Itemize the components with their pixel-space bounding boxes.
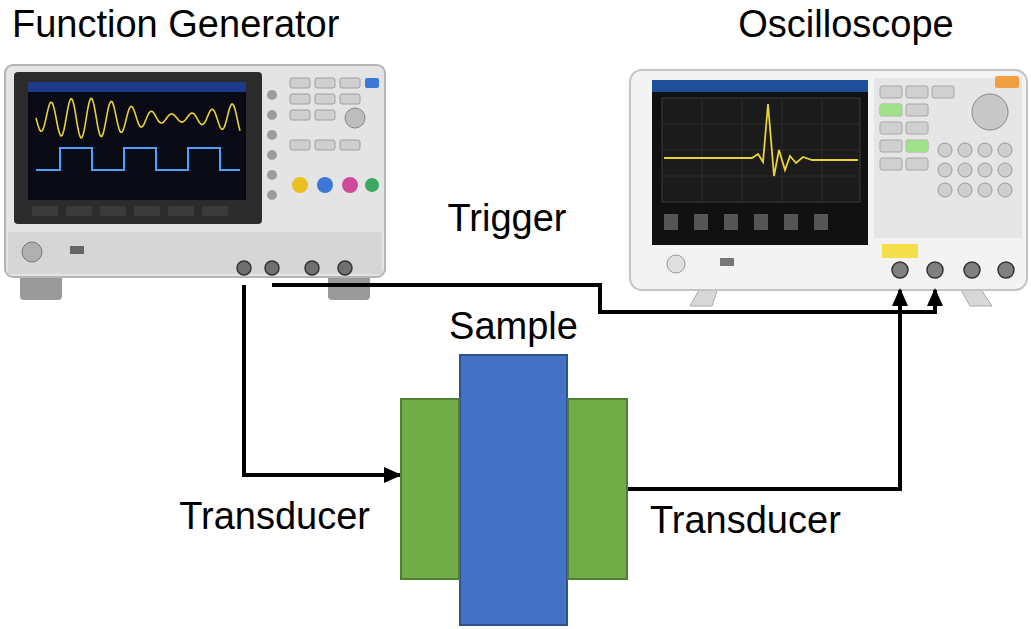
sine-trace (36, 98, 240, 138)
device-body (630, 70, 1027, 290)
key (995, 76, 1019, 88)
device-body (5, 65, 385, 277)
front-strip (8, 232, 382, 274)
function-generator-drawing (5, 65, 385, 300)
bnc-connectors (237, 261, 352, 275)
knob (365, 178, 379, 192)
pulse-trace (664, 104, 858, 176)
screen-bezel (14, 72, 262, 224)
signal-cable (628, 290, 900, 489)
channel-key (882, 244, 918, 258)
node-label: Function Generator (12, 4, 339, 46)
usb-port (720, 258, 734, 266)
plot-area (662, 98, 860, 202)
signal-cable (244, 285, 400, 475)
keypad (938, 143, 1012, 197)
usb-port (70, 246, 84, 254)
node-label: Transducer (650, 500, 841, 542)
sample-block: Sample (459, 354, 568, 626)
function-generator: Function Generator (5, 62, 385, 285)
oscilloscope-drawing (630, 70, 1027, 306)
node-label: Oscilloscope (738, 4, 953, 46)
screen-bar (652, 80, 868, 92)
key (880, 104, 902, 116)
edge-label: Trigger (448, 198, 567, 240)
screen-bar (28, 82, 246, 92)
knob (972, 94, 1008, 130)
transducer-right: Transducer (567, 398, 628, 580)
oscilloscope: Oscilloscope (630, 64, 1027, 290)
knob (317, 177, 333, 193)
key (365, 78, 379, 88)
control-panel (874, 78, 1022, 238)
grid (662, 98, 860, 202)
knob (292, 177, 308, 193)
power-button (22, 242, 42, 262)
toolbar-icons (664, 214, 828, 230)
soft-keys (32, 206, 228, 216)
bnc-connectors (892, 262, 1014, 278)
transducer-left: Transducer (400, 398, 460, 580)
key (906, 140, 928, 152)
power-button (667, 255, 685, 273)
node-label: Sample (449, 306, 578, 348)
knob (342, 177, 358, 193)
signal-cable (272, 285, 935, 312)
knob (345, 108, 365, 128)
screen (28, 82, 246, 200)
node-label: Transducer (179, 496, 370, 538)
side-keys (267, 90, 277, 200)
screen (652, 80, 868, 245)
square-trace (36, 148, 240, 170)
button-grid (880, 86, 954, 170)
